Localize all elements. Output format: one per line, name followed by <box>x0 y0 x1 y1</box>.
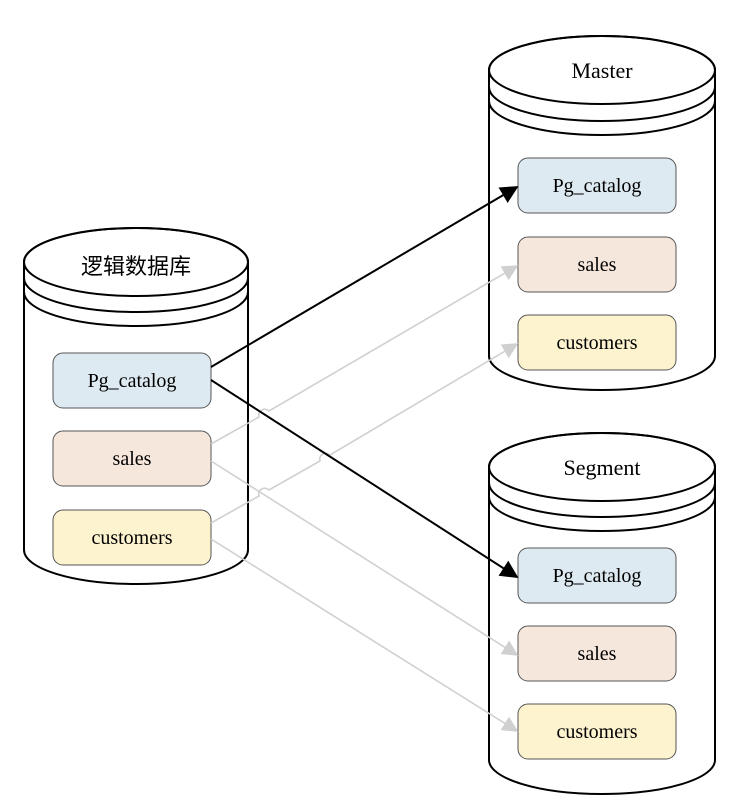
logical-db-tables: Pg_catalog sales customers <box>52 352 212 566</box>
link-pg-catalog-to-master <box>210 186 519 368</box>
link-sales-to-master-sales <box>210 265 519 445</box>
segment-tables: Pg_catalog sales customers <box>517 547 677 760</box>
master-pg-catalog-box <box>517 157 677 214</box>
master-pg-catalog-label: Pg_catalog <box>553 175 642 197</box>
logical-sales-label: sales <box>113 448 152 470</box>
segment-sales-label: sales <box>578 643 617 665</box>
logical-customers-label: customers <box>91 527 172 549</box>
master-tables: Pg_catalog sales customers <box>517 157 677 371</box>
master-sales-label: sales <box>578 254 617 276</box>
link-customers-to-segment-customers <box>210 538 519 732</box>
logical-db-title: 逻辑数据库 <box>81 254 191 279</box>
logical-sales-box <box>52 430 212 487</box>
master-customers-label: customers <box>556 332 637 354</box>
logical-customers-box <box>52 509 212 566</box>
logical-pg-catalog-label: Pg_catalog <box>88 370 177 392</box>
primary-links <box>210 186 519 578</box>
segment-title: Segment <box>564 455 641 480</box>
link-pg-catalog-to-segment <box>210 379 519 578</box>
link-sales-to-segment-sales <box>210 460 519 656</box>
segment-customers-label: customers <box>556 721 637 743</box>
master-sales-box <box>517 236 677 293</box>
secondary-links <box>210 265 519 732</box>
segment-pg-catalog-label: Pg_catalog <box>553 565 642 587</box>
master-customers-box <box>517 314 677 371</box>
link-customers-to-master-customers <box>210 343 519 524</box>
master-title: Master <box>571 58 633 83</box>
